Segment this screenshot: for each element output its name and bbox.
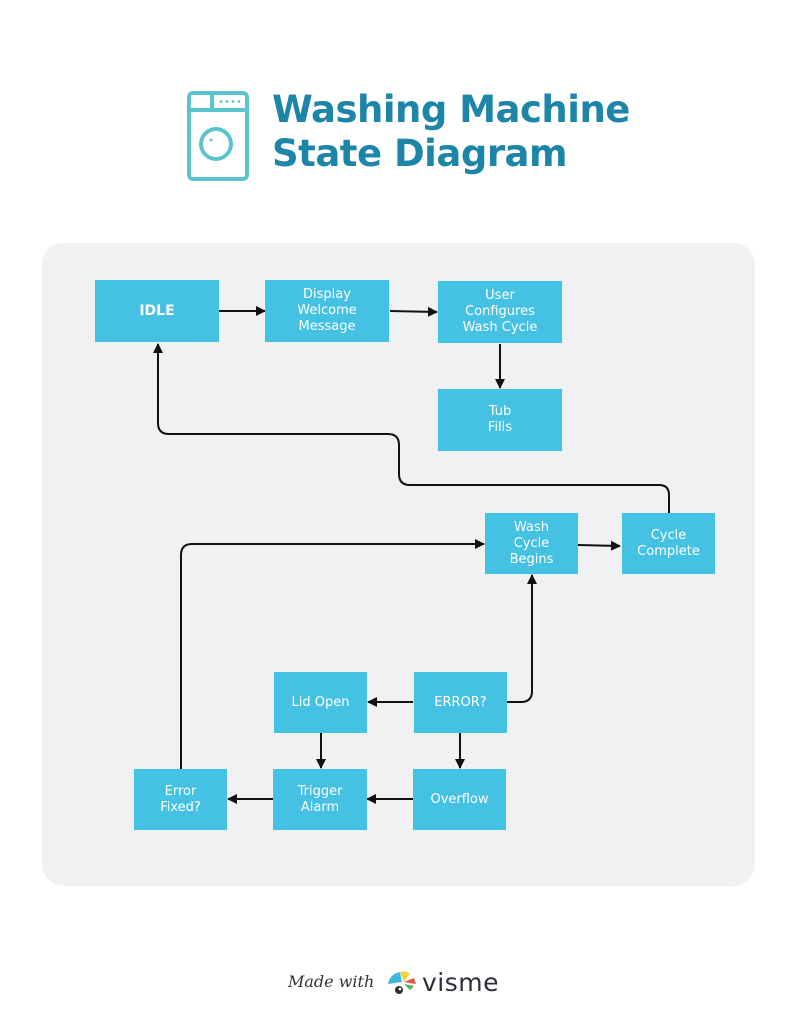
node-tub-fills[interactable]: Tub Fills: [438, 389, 562, 451]
node-user-configures-wash-cycle[interactable]: User Configures Wash Cycle: [438, 281, 562, 343]
node-cycle-complete[interactable]: Cycle Complete: [622, 513, 715, 574]
made-with-label: Made with: [288, 972, 375, 991]
header: Washing Machine State Diagram: [186, 88, 666, 183]
node-error[interactable]: ERROR?: [414, 672, 507, 733]
page-title: Washing Machine State Diagram: [272, 88, 630, 176]
footer: Made with visme: [288, 966, 518, 1002]
node-display-welcome-message[interactable]: Display Welcome Message: [265, 280, 389, 342]
node-wash-cycle-begins[interactable]: Wash Cycle Begins: [485, 513, 578, 574]
node-lid-open[interactable]: Lid Open: [274, 672, 367, 733]
title-line-2: State Diagram: [272, 132, 568, 175]
visme-logo-icon: [388, 971, 416, 994]
visme-brand[interactable]: visme: [422, 968, 499, 997]
node-trigger-alarm[interactable]: Trigger Alarm: [273, 769, 367, 830]
node-idle[interactable]: IDLE: [95, 280, 219, 342]
washing-machine-icon: [187, 91, 249, 181]
title-line-1: Washing Machine: [272, 88, 630, 131]
node-error-fixed[interactable]: Error Fixed?: [134, 769, 227, 830]
node-overflow[interactable]: Overflow: [413, 769, 506, 830]
